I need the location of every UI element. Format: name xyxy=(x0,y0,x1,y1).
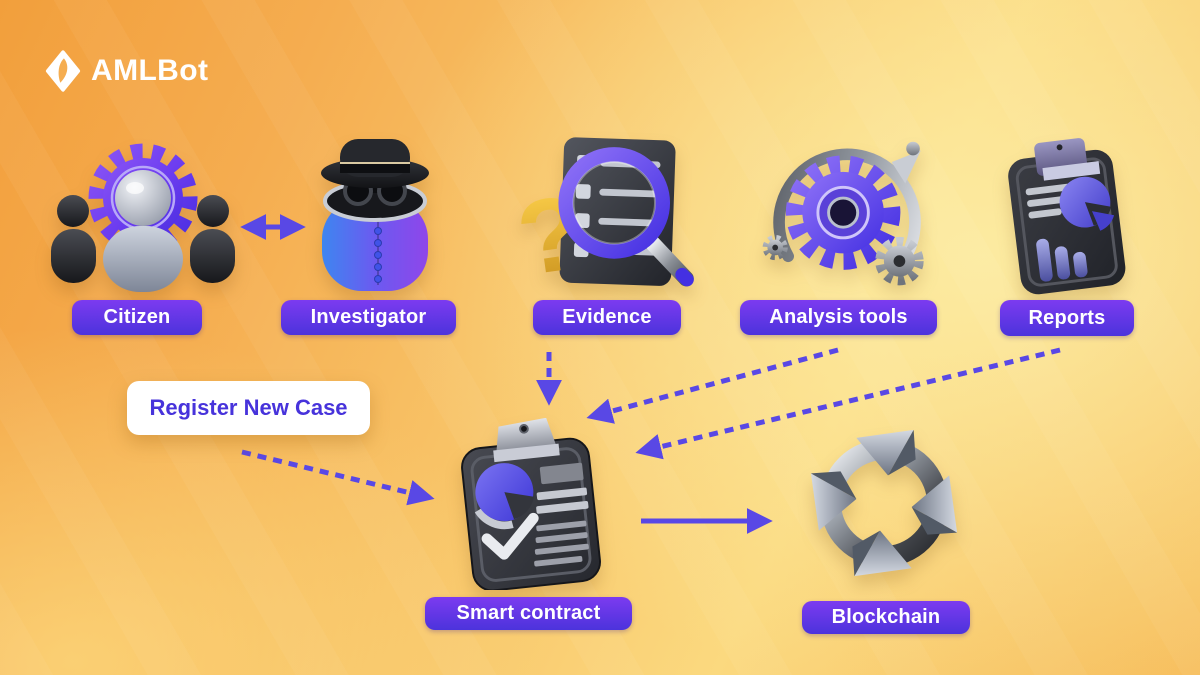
clipboard-pie-checklist-icon xyxy=(461,418,601,590)
arrow-analysis-smart-contract xyxy=(586,347,839,424)
label-analysis-tools: Analysis tools xyxy=(740,300,937,335)
arrow-register-smart-contract xyxy=(241,449,435,506)
label-citizen: Citizen xyxy=(72,300,202,335)
label-evidence: Evidence xyxy=(533,300,681,335)
brand-name: AMLBot xyxy=(91,54,209,87)
gears-rotation-arrow-icon xyxy=(762,141,924,297)
people-group-gear-icon xyxy=(51,143,235,292)
label-blockchain: Blockchain xyxy=(802,601,970,634)
clipboard-charts-icon xyxy=(1008,138,1126,295)
brand-logo: AMLBot xyxy=(45,50,208,92)
amlbot-diamond-icon xyxy=(45,50,81,92)
label-smart-contract: Smart contract xyxy=(425,597,632,630)
ring-of-blocks-icon xyxy=(810,429,958,577)
document-magnifier-question-icon: ? xyxy=(515,137,694,298)
spy-hat-glasses-icon xyxy=(321,139,429,291)
label-investigator: Investigator xyxy=(281,300,456,335)
label-reports: Reports xyxy=(1000,300,1134,336)
register-new-case-button[interactable]: Register New Case xyxy=(127,381,370,435)
